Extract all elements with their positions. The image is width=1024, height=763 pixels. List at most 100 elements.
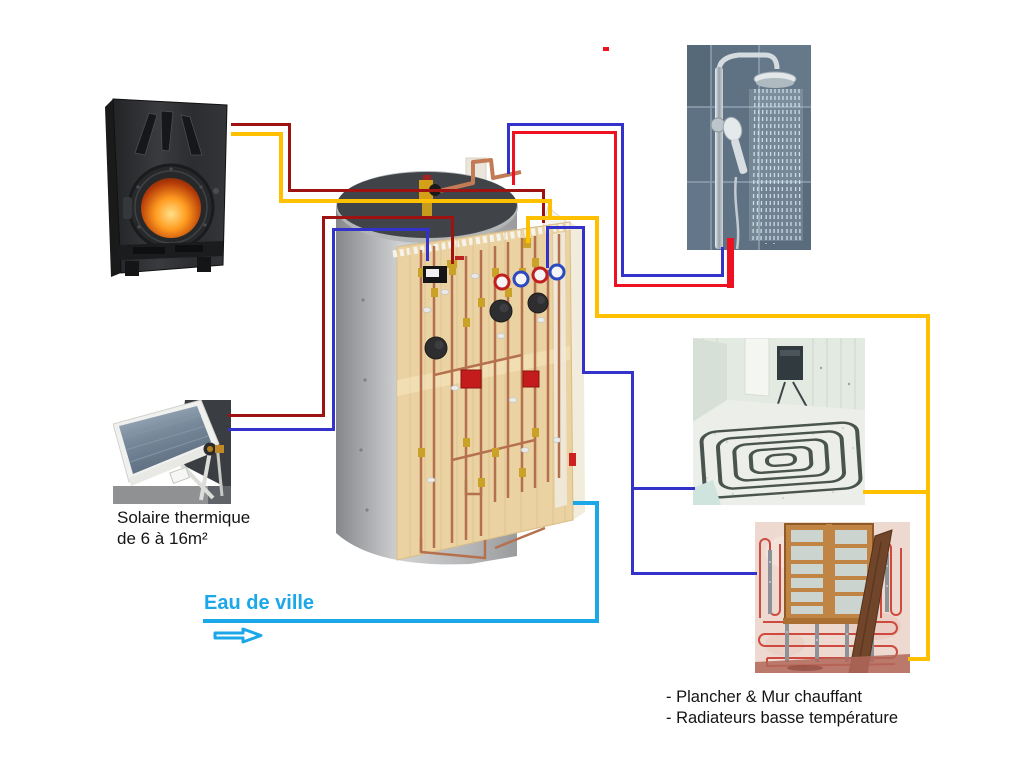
solar-label-sticker bbox=[169, 466, 191, 485]
stove-supply-segment bbox=[542, 189, 545, 223]
shower-hot-water-segment bbox=[727, 238, 734, 288]
city-water-segment bbox=[573, 501, 599, 505]
shower-gooseneck bbox=[716, 52, 780, 72]
heating-supply-segment bbox=[582, 371, 634, 374]
wall-bracket bbox=[710, 117, 726, 133]
panel-band bbox=[397, 346, 570, 396]
solar-label: Solaire thermique de 6 à 16m² bbox=[117, 507, 250, 549]
stove-fire-window bbox=[141, 178, 201, 238]
emitters-label: - Plancher & Mur chauffant - Radiateurs … bbox=[666, 687, 898, 729]
solar-return-segment bbox=[426, 228, 429, 261]
stove-latch bbox=[213, 188, 219, 194]
wood-stove-photo bbox=[105, 95, 237, 285]
city-water-arrow-icon bbox=[213, 627, 263, 644]
city-water-label: Eau de ville bbox=[204, 592, 315, 614]
stove-return-heating-loop-segment bbox=[863, 490, 930, 494]
stove-side bbox=[105, 99, 121, 277]
solar-supply-segment bbox=[322, 216, 325, 417]
panel-serrated-edge bbox=[392, 222, 571, 258]
stove-vent-left bbox=[134, 112, 158, 156]
heating-supply-segment bbox=[631, 487, 695, 490]
buffer-tank-illustration bbox=[336, 157, 585, 565]
solar-return-segment bbox=[332, 228, 335, 431]
panel-side-edge bbox=[570, 222, 585, 520]
pressure-gauges bbox=[493, 263, 566, 291]
shower-illustration bbox=[687, 45, 811, 250]
wall-heating-photo bbox=[755, 522, 910, 673]
stove-supply-segment bbox=[288, 123, 291, 192]
stove-vent-middle bbox=[160, 110, 174, 152]
heating-supply-segment bbox=[546, 226, 585, 229]
solar-supply-segment bbox=[322, 216, 454, 219]
stove-return-heating-loop-segment bbox=[595, 216, 599, 318]
stove-return-heating-loop-segment bbox=[908, 657, 930, 661]
shower-cold-water-segment bbox=[507, 123, 624, 126]
wall-heating-illustration bbox=[755, 522, 910, 673]
stove-return-heating-loop-segment bbox=[231, 132, 283, 136]
solar-collector-photo bbox=[113, 400, 231, 504]
solar-supply-segment bbox=[451, 216, 454, 264]
buffer-tank-photo bbox=[335, 150, 600, 575]
floor-pillar bbox=[744, 338, 770, 397]
stove-return-heating-loop-segment bbox=[526, 216, 599, 220]
floor-corner-patch bbox=[693, 480, 721, 505]
window-sill bbox=[783, 618, 875, 624]
shower-cold-water-segment bbox=[507, 123, 510, 174]
wood-stove-illustration bbox=[105, 98, 228, 277]
solar-supply-segment bbox=[228, 414, 325, 417]
emitters-label-line1: - Plancher & Mur chauffant bbox=[666, 688, 862, 706]
shower-hose bbox=[734, 176, 740, 250]
window bbox=[783, 523, 875, 624]
heating-supply-segment bbox=[582, 226, 585, 374]
circulation-pumps bbox=[424, 292, 549, 360]
water-streams bbox=[752, 88, 801, 245]
red-mark-segment bbox=[603, 47, 609, 51]
shower-cold-water-segment bbox=[721, 247, 724, 277]
solar-collector-illustration bbox=[113, 400, 231, 504]
stove-return-heating-loop-segment bbox=[595, 314, 930, 318]
stove-return-heating-loop-segment bbox=[548, 199, 552, 220]
shower-cold-water-segment bbox=[621, 274, 724, 277]
solar-brass-connector bbox=[215, 445, 224, 453]
stove-return-heating-loop-segment bbox=[279, 132, 283, 203]
floor-heating-illustration bbox=[693, 338, 865, 505]
solar-label-line1: Solaire thermique bbox=[117, 508, 251, 527]
red-component-left bbox=[460, 369, 482, 389]
emitters-label-line2: - Radiateurs basse température bbox=[666, 709, 899, 727]
tank-top-copper-pipe bbox=[434, 158, 522, 194]
city-water-segment bbox=[595, 501, 599, 623]
valve-red-lever bbox=[455, 256, 464, 260]
solar-return-segment bbox=[228, 428, 335, 431]
solar-label-line2: de 6 à 16m² bbox=[117, 529, 208, 548]
stove-supply-segment bbox=[288, 189, 545, 192]
solar-frame-bottom bbox=[129, 442, 219, 486]
heating-supply-segment bbox=[631, 572, 757, 575]
floor-heating-photo bbox=[693, 338, 865, 505]
city-water-segment bbox=[203, 619, 599, 623]
stove-leg-left bbox=[125, 261, 139, 276]
floor-insulation bbox=[693, 400, 865, 505]
stove-door-hinge bbox=[123, 197, 132, 219]
stove-leg-right bbox=[197, 257, 211, 272]
stove-return-heating-loop-segment bbox=[279, 199, 552, 203]
floor-left-wall bbox=[693, 338, 727, 422]
valve-handles bbox=[422, 273, 562, 483]
solar-return-segment bbox=[332, 228, 430, 231]
solar-glass bbox=[119, 406, 211, 474]
panel-red-knob bbox=[569, 453, 576, 466]
red-component-right bbox=[522, 370, 540, 388]
stove-vent-right bbox=[180, 114, 203, 156]
hand-shower bbox=[722, 116, 748, 174]
heating-supply-segment bbox=[546, 228, 549, 268]
heating-supply-segment bbox=[631, 371, 634, 575]
shower-hot-water-segment bbox=[614, 284, 733, 287]
shower-photo bbox=[687, 45, 811, 250]
shower-hot-water-segment bbox=[512, 131, 515, 185]
shower-hot-water-segment bbox=[614, 131, 617, 287]
floor-pipe-spiral bbox=[699, 421, 863, 499]
shower-cold-water-segment bbox=[621, 123, 624, 277]
stove-return-heating-loop-segment bbox=[526, 216, 530, 243]
shower-hot-water-segment bbox=[512, 131, 617, 134]
stove-return-heating-loop-segment bbox=[926, 314, 930, 661]
